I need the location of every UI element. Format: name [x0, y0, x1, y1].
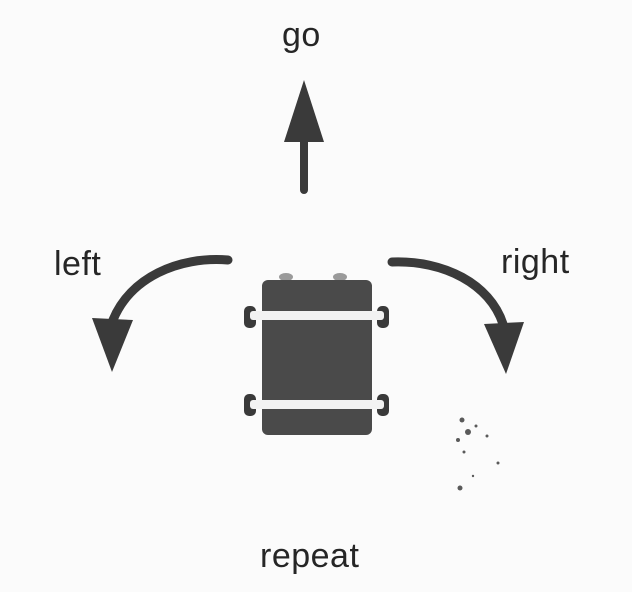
go-label: go — [282, 16, 321, 54]
right-turn-arrow-icon — [387, 257, 524, 374]
repeat-label: repeat — [260, 537, 360, 575]
left-label: left — [54, 245, 102, 283]
right-label: right — [501, 243, 570, 281]
scan-speckles — [456, 417, 500, 491]
robot-icon — [244, 273, 389, 435]
go-arrow-icon — [284, 80, 324, 194]
left-turn-arrow-icon — [92, 255, 233, 372]
